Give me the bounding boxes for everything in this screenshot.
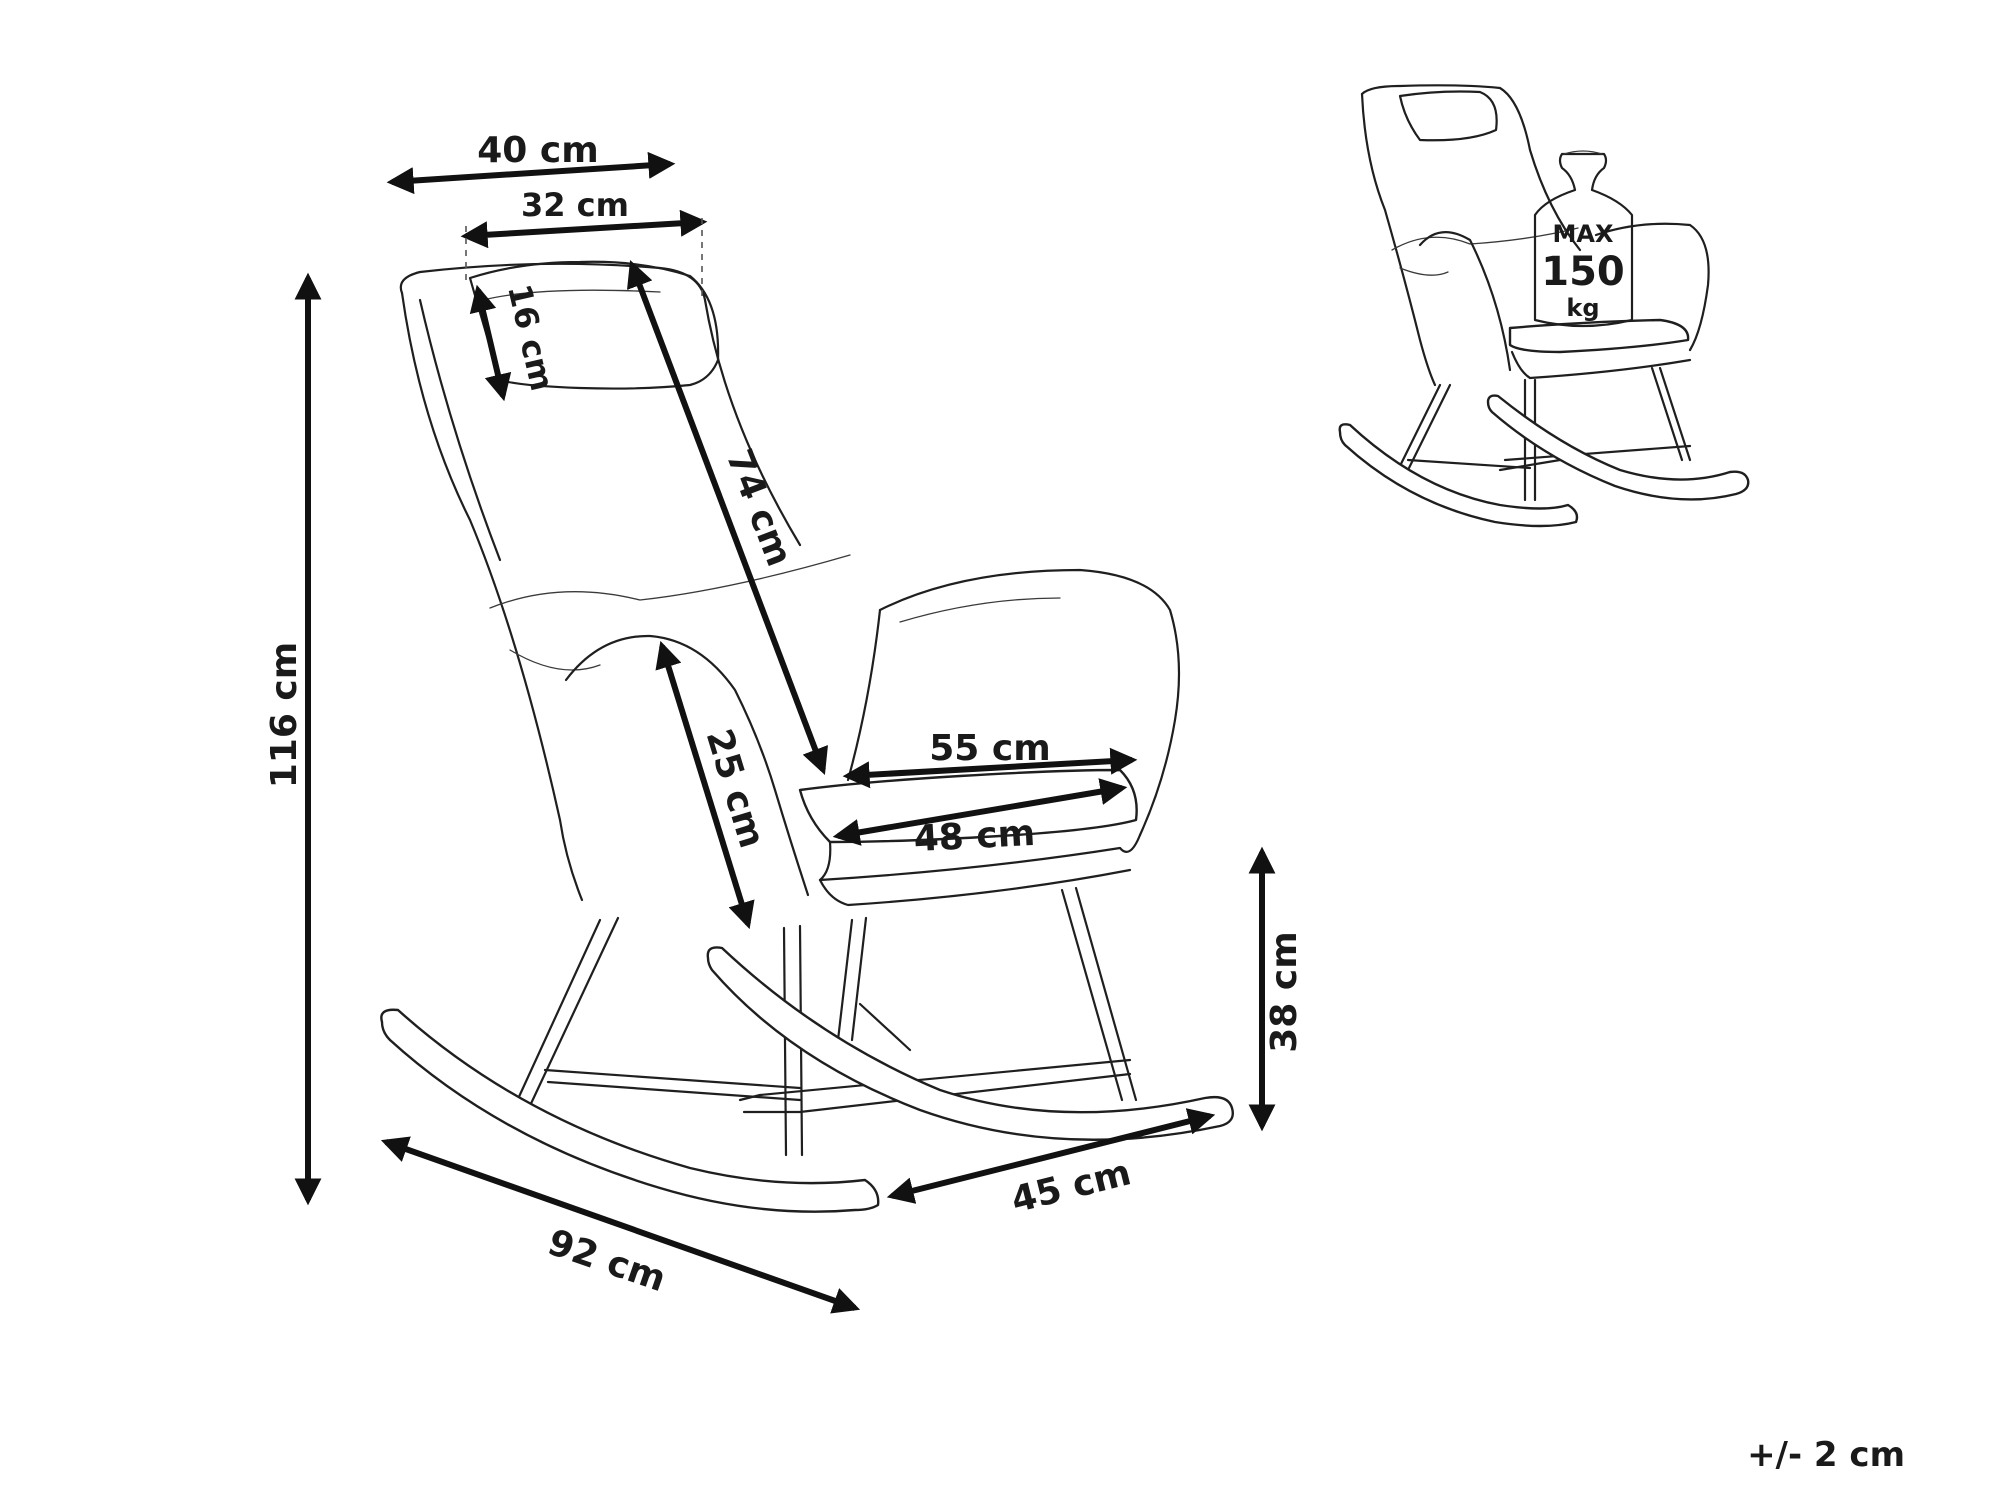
seat-width-label: 55 cm: [929, 728, 1050, 769]
dimension-lines: [294, 151, 1276, 1314]
top-width-label: 40 cm: [477, 130, 598, 171]
seat-height-label: 38 cm: [1264, 931, 1305, 1052]
max-load-label-max: MAX: [1553, 220, 1614, 248]
top-width-arrow: [386, 151, 676, 195]
armrest-height-arrow: [655, 640, 755, 930]
dimension-labels: 40 cm 32 cm 16 cm 116 cm 74 cm 25 cm 55 …: [264, 130, 1305, 1300]
headrest-height-label: 16 cm: [500, 281, 561, 395]
seat-inner-width-label: 48 cm: [913, 813, 1036, 860]
seat-width-arrow: [842, 747, 1138, 789]
headrest-width-arrow: [460, 209, 708, 249]
backrest-height-label: 74 cm: [718, 444, 800, 572]
max-load-illustration: MAX 150 kg: [1338, 84, 1750, 528]
rocker-width-arrow: [886, 1108, 1216, 1204]
total-depth-arrow: [380, 1136, 861, 1314]
tolerance-note: +/- 2 cm: [1747, 1435, 1905, 1475]
seat-inner-width-arrow: [832, 778, 1128, 846]
backrest-height-arrow: [627, 259, 828, 776]
headrest-width-label: 32 cm: [521, 186, 629, 224]
total-height-label: 116 cm: [264, 642, 305, 789]
headrest-height-arrow: [469, 284, 512, 402]
max-load-unit: kg: [1566, 294, 1599, 322]
rocking-chair-drawing: [380, 260, 1234, 1213]
max-load-value: 150: [1541, 249, 1625, 295]
